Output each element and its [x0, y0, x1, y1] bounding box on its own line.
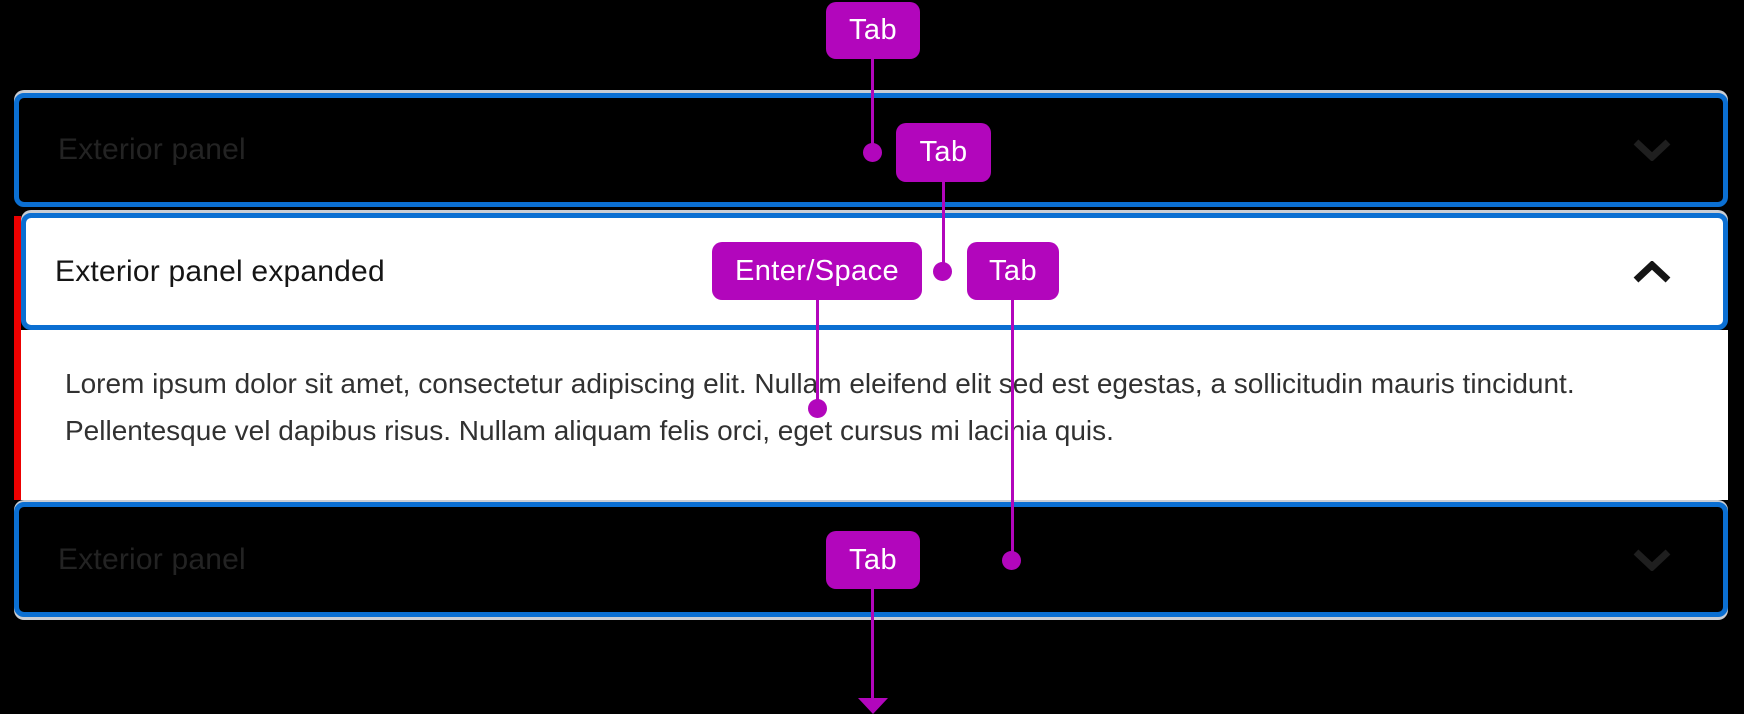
- key-badge-tab: Tab: [826, 2, 920, 59]
- focus-dot: [863, 143, 882, 162]
- accordion-header-label: Exterior panel: [58, 542, 246, 576]
- chevron-down-icon: [1633, 548, 1671, 571]
- accordion-content-text: Lorem ipsum dolor sit amet, consectetur …: [65, 368, 1575, 446]
- accordion-header-label: Exterior panel expanded: [55, 254, 385, 288]
- down-arrow-icon: [858, 698, 888, 714]
- focus-dot: [808, 399, 827, 418]
- key-badge-tab: Tab: [826, 531, 920, 589]
- connector-line: [871, 59, 874, 152]
- expanded-accent-border: [14, 216, 21, 500]
- connector-line: [942, 182, 945, 271]
- chevron-up-icon: [1633, 260, 1671, 283]
- key-badge-enter-space: Enter/Space: [712, 242, 922, 300]
- key-badge-tab: Tab: [896, 123, 991, 182]
- accordion-header-label: Exterior panel: [58, 133, 246, 166]
- focus-dot: [1002, 551, 1021, 570]
- focus-dot: [933, 262, 952, 281]
- connector-line: [1011, 300, 1014, 560]
- key-badge-tab: Tab: [967, 242, 1059, 300]
- chevron-down-icon: [1633, 139, 1671, 161]
- accordion-expanded-content: Lorem ipsum dolor sit amet, consectetur …: [21, 330, 1728, 500]
- connector-line: [871, 589, 874, 699]
- connector-line: [816, 300, 819, 408]
